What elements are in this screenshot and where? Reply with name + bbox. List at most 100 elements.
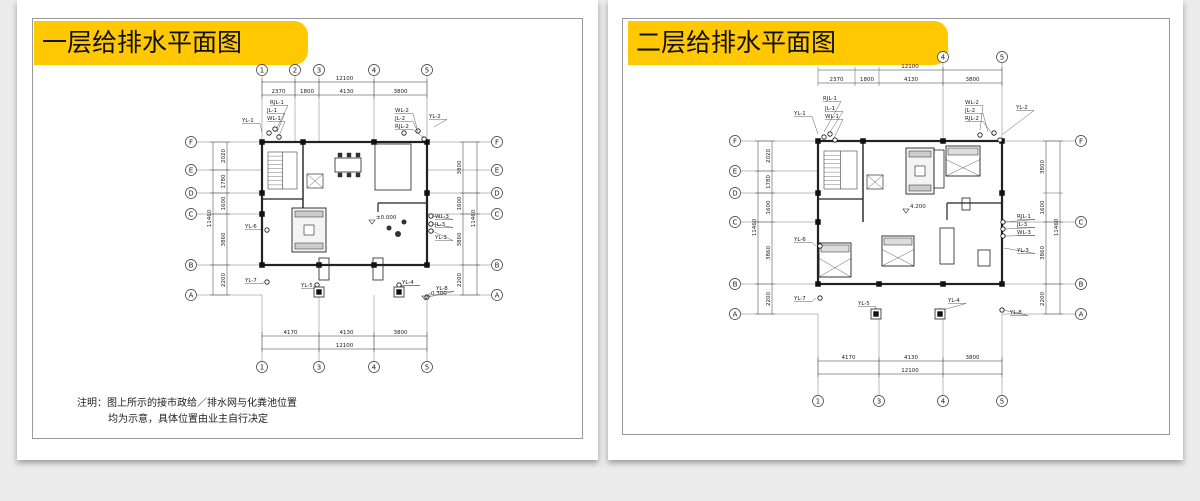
axis-left-F-label: F — [189, 139, 193, 147]
axis-top-4-label: 4 — [941, 54, 946, 62]
axis-right-B-label: B — [1079, 281, 1084, 289]
axis-left-A-label: A — [733, 311, 738, 319]
axis-bottom-4-label: 4 — [941, 398, 946, 406]
dim-top-3: 3800 — [394, 89, 408, 95]
drain-pit-core — [937, 311, 943, 317]
furniture-box — [939, 227, 955, 265]
pipe-riser — [821, 134, 827, 140]
column — [940, 138, 946, 144]
pipe-riser — [827, 131, 833, 137]
axis-right-E-circle — [491, 164, 503, 176]
dining-table — [334, 157, 362, 173]
elevator-cross — [306, 173, 324, 189]
column — [259, 139, 265, 145]
axis-top-5-circle — [421, 64, 433, 76]
drawing-frame — [32, 18, 583, 439]
dim-bottom-0: 4170 — [284, 330, 298, 336]
axis-bottom-5-label: 5 — [1000, 398, 1004, 406]
dim-bottom-2: 3800 — [394, 330, 408, 336]
column — [371, 262, 377, 268]
pipe-riser — [832, 137, 838, 143]
axis-bottom-3-label: 3 — [317, 364, 321, 372]
drain-pit-core — [316, 289, 322, 295]
pipe-label-JL-1: JL-1 — [824, 106, 835, 112]
chair — [337, 172, 343, 178]
axis-top-3-circle — [313, 64, 325, 76]
dim-top-1: 1800 — [860, 77, 874, 83]
pipe-leader — [823, 101, 842, 133]
pillow — [820, 244, 850, 253]
axis-top-3-label: 3 — [317, 67, 321, 75]
column — [300, 139, 306, 145]
axis-right-C-circle — [491, 208, 503, 220]
pipe-label-WL-1: WL-1 — [825, 114, 839, 120]
pipe-leader — [1002, 110, 1035, 135]
column — [371, 139, 377, 145]
axis-left-B-label: B — [189, 262, 194, 270]
dim-right-3: 2200 — [1040, 292, 1046, 306]
dim-top-2: 4130 — [340, 89, 354, 95]
note-line-1: 注明：图上所示的接市政给／排水网与化粪池位置 — [77, 398, 297, 409]
dim-bottom-total: 12100 — [901, 368, 919, 374]
pipe-riser — [991, 130, 997, 136]
dim-left-1: 1780 — [221, 174, 227, 188]
pipe-leader — [982, 121, 995, 137]
axis-left-E-circle — [729, 165, 741, 177]
elevation-mark — [368, 219, 376, 225]
pipe-leader — [431, 230, 454, 241]
axis-left-F-label: F — [733, 138, 737, 146]
pipe-leader — [431, 215, 454, 220]
pipe-label-YL-3: YL-3 — [1016, 248, 1029, 254]
pipe-label-YL-6: YL-6 — [244, 224, 257, 230]
axis-right-F-circle — [1075, 135, 1087, 147]
pipe-label-JL-2: JL-2 — [964, 108, 975, 114]
axis-right-D-label: D — [494, 190, 499, 198]
axis-right-E-label: E — [495, 167, 499, 175]
drain-pit-core — [396, 289, 402, 295]
bed-cover — [945, 159, 981, 177]
axis-bottom-5-circle — [996, 395, 1008, 407]
dim-top-3: 3800 — [966, 77, 980, 83]
axis-right-B-circle — [491, 259, 503, 271]
column — [815, 138, 821, 144]
axis-left-E-label: E — [189, 167, 193, 175]
dim-top-total: 12100 — [336, 76, 354, 82]
dim-left-2: 1600 — [766, 200, 772, 214]
pipe-riser — [401, 130, 407, 136]
pipe-riser — [264, 227, 270, 233]
pipe-leader — [278, 121, 286, 137]
bed-cover — [881, 249, 915, 267]
axis-bottom-3-circle — [313, 361, 325, 373]
axis-left-C-label: C — [189, 211, 194, 219]
chair — [346, 172, 352, 178]
furniture-box — [933, 149, 945, 189]
exterior-wall — [816, 139, 1004, 286]
column — [815, 219, 821, 225]
pipe-label-RJL-1: RJL-1 — [270, 100, 284, 106]
pipe-leader — [979, 105, 984, 131]
axis-left-E-label: E — [733, 168, 737, 176]
dim-bottom-0: 4170 — [842, 355, 856, 361]
dim-bottom-total: 12100 — [336, 343, 354, 349]
chair — [337, 152, 343, 158]
pipe-riser — [421, 136, 427, 142]
plant-pot — [386, 225, 392, 231]
dim-right-0: 3800 — [1040, 160, 1046, 174]
column — [940, 281, 946, 287]
pipe-label-YL-6: YL-6 — [793, 237, 806, 243]
plant-pot — [395, 231, 401, 237]
pipe-label-YL-5: YL-5 — [857, 301, 870, 307]
axis-bottom-1-circle — [256, 361, 268, 373]
axis-left-D-circle — [185, 187, 197, 199]
coffee-table — [914, 165, 926, 177]
pipe-riser — [396, 282, 402, 288]
pipe-label-WL-2: WL-2 — [395, 108, 409, 114]
axis-right-A-circle — [1075, 308, 1087, 320]
pipe-leader — [1003, 235, 1036, 237]
pillow — [947, 147, 979, 156]
axis-bottom-1-label: 1 — [260, 364, 264, 372]
pipe-riser — [415, 128, 421, 134]
dim-left-0: 2020 — [766, 149, 772, 163]
dim-left-4: 2200 — [766, 292, 772, 306]
